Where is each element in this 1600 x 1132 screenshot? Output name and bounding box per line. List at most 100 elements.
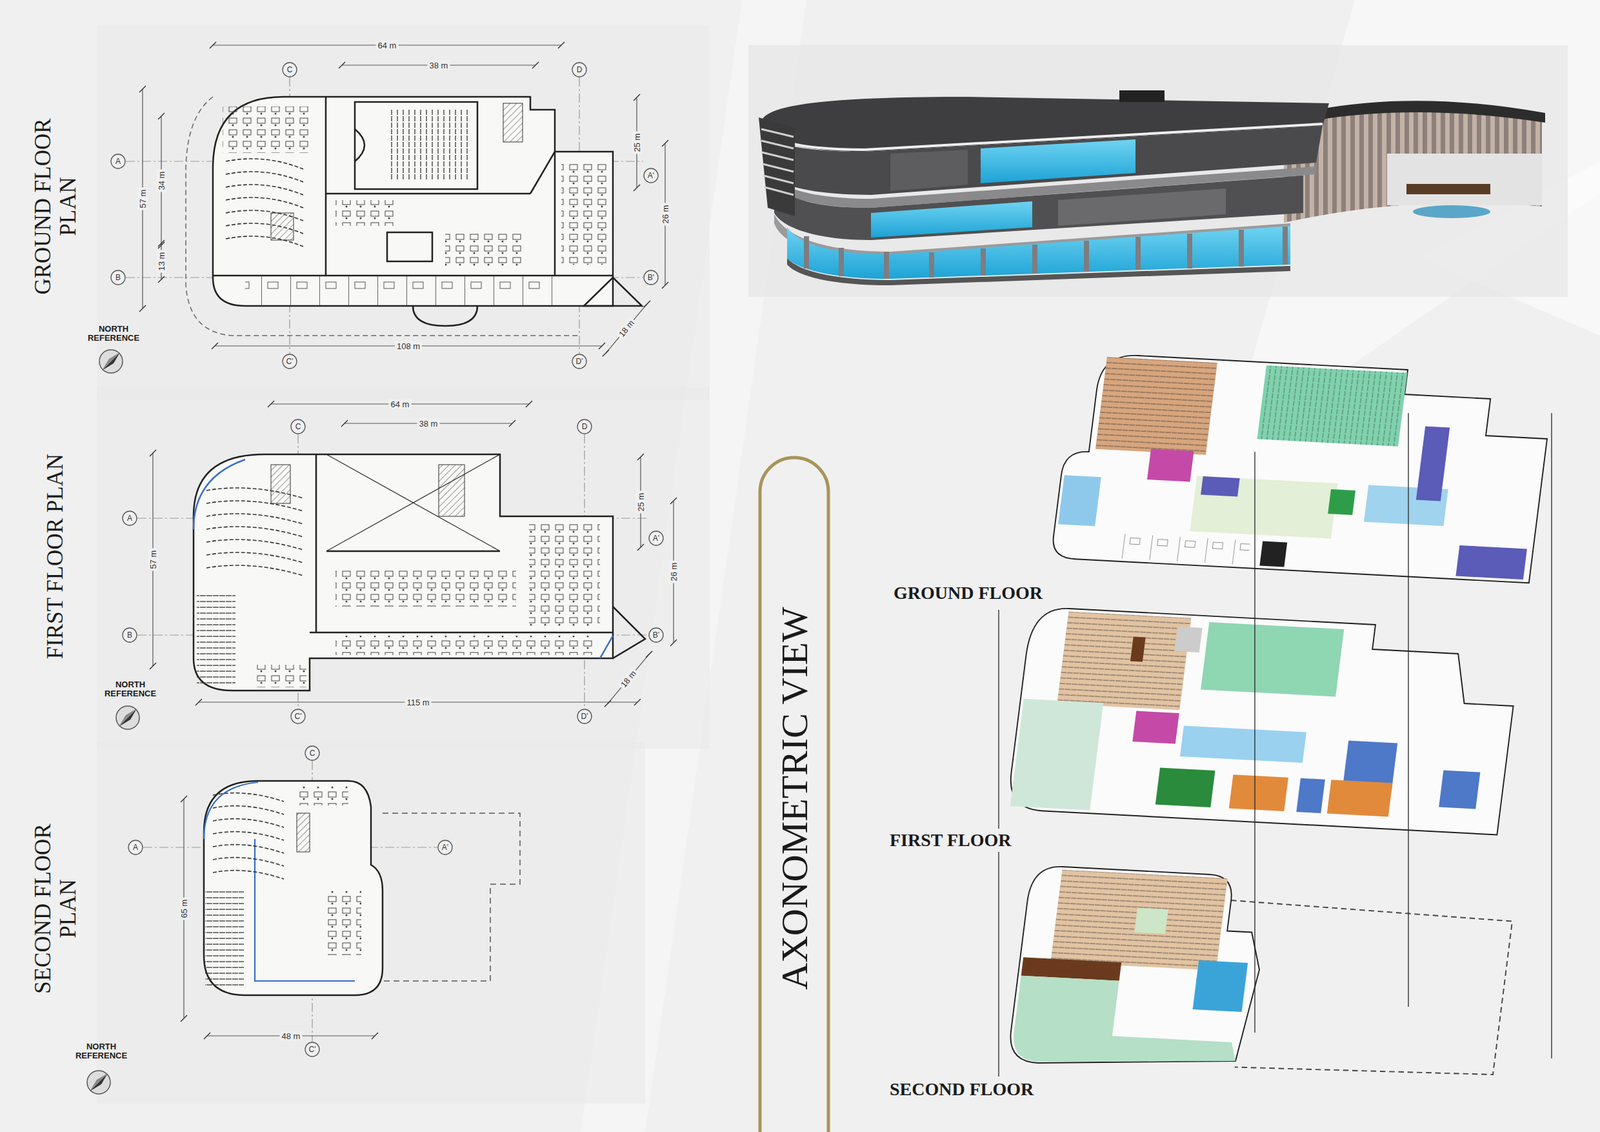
grid-bubble [438, 840, 453, 855]
dimension: 38 m [417, 418, 440, 429]
grid-bubble [290, 709, 306, 724]
grid-bubble [577, 419, 592, 434]
dimension: 25 m [632, 131, 642, 155]
dimension: 64 m [376, 40, 399, 51]
grid-bubble [649, 530, 664, 546]
dimension: 115 m [404, 697, 431, 708]
grid-bubble-label: D [581, 421, 588, 431]
grid-bubble-label: C' [286, 356, 294, 366]
view-title-arch: AXONOMETRIC VIEW [756, 454, 832, 1132]
dimension-tick [637, 453, 644, 460]
dimension-tick [633, 94, 640, 101]
dimension-tick [149, 662, 157, 670]
grid-bubble-label: A [132, 842, 139, 852]
grid-bubble [572, 354, 587, 369]
dimension-tick [558, 41, 565, 49]
dimension-tick [634, 698, 641, 706]
dimension-tick [598, 342, 606, 350]
dimension-tick [338, 61, 346, 69]
floor-label: SECOND FLOOR [889, 1078, 1034, 1100]
dimension: 108 m [394, 341, 422, 351]
dimension: 57 m [148, 548, 159, 571]
dimension-tick [139, 85, 146, 93]
dimension: 13 m [156, 250, 167, 273]
dimension-tick [645, 650, 653, 658]
dimension-tick [149, 449, 157, 457]
dimension: 34 m [156, 169, 167, 193]
dimension-tick [341, 420, 348, 427]
grid-bubble [122, 510, 137, 526]
grid-bubble-label: D' [576, 356, 584, 366]
dimension-tick [139, 305, 146, 312]
dimension: 25 m [636, 490, 646, 514]
grid-bubble [282, 354, 297, 369]
dimension-tick [670, 639, 677, 646]
grid-bubble [282, 62, 297, 77]
grid-bubble-label: D [576, 65, 583, 75]
dimension-tick [209, 41, 217, 49]
grid-bubble-label: C [309, 748, 316, 758]
grid-bubble-label: C' [309, 1044, 317, 1054]
dimension-tick [525, 400, 533, 408]
dimension-tick [203, 1032, 211, 1039]
grid-bubble-label: B [127, 630, 133, 640]
dimension: 64 m [389, 399, 412, 410]
dimension-tick [180, 795, 188, 802]
grid-bubble-label: B [115, 272, 121, 282]
dimension-tick [158, 276, 165, 283]
grid-bubble [110, 270, 126, 285]
dimension-tick [643, 300, 651, 308]
grid-bubble [572, 62, 587, 77]
grid-bubble [577, 709, 592, 724]
view-title: AXONOMETRIC VIEW [772, 606, 817, 990]
grid-bubble [649, 627, 664, 642]
grid-bubble-label: A' [652, 533, 660, 543]
grid-bubble [305, 745, 320, 760]
plan-title: FIRST FLOOR PLAN [43, 449, 69, 663]
north-reference: NORTH REFERENCE [98, 680, 163, 698]
dimension: 65 m [179, 897, 190, 920]
grid-bubble-label: A [115, 156, 121, 166]
plan-title: GROUND FLOOR PLAN [30, 100, 81, 313]
grid-bubble-label: C' [294, 711, 302, 721]
grid-bubble [290, 419, 306, 434]
dimension: 26 m [669, 560, 679, 584]
dimension: 26 m [660, 203, 671, 226]
dimension: 48 m [280, 1030, 303, 1041]
floor-label: FIRST FLOOR [889, 829, 1012, 851]
dimension-tick [633, 184, 640, 191]
dimension: 57 m [138, 187, 148, 211]
grid-bubble [643, 168, 659, 183]
grid-bubble-label: A' [441, 842, 449, 852]
dimension-tick [637, 543, 644, 551]
arch-line [760, 457, 829, 1132]
dimension-tick [602, 349, 610, 357]
grid-bubble [643, 270, 659, 285]
dimension-tick [267, 400, 275, 408]
dimension-line [607, 654, 650, 704]
grid-bubble-label: A' [647, 170, 655, 180]
plan-title: SECOND FLOOR PLAN [30, 801, 81, 1015]
dimension-tick [532, 61, 539, 69]
grid-bubble [110, 154, 126, 169]
dimension-tick [195, 698, 202, 706]
dimension-tick [604, 700, 611, 707]
grid-bubble-label: C [287, 65, 293, 75]
dimension-tick [158, 240, 165, 247]
grid-bubble-label: B' [652, 630, 660, 640]
dimension-tick [180, 1014, 188, 1022]
floor-label: GROUND FLOOR [893, 582, 1043, 604]
dimension-tick [509, 420, 516, 427]
dimension-tick [371, 1032, 379, 1039]
dimension-tick [158, 112, 165, 120]
grid-bubble-label: B' [647, 272, 655, 282]
dimension-tick [670, 497, 677, 504]
grid-bubble [305, 1041, 320, 1057]
dimension: 38 m [427, 60, 451, 71]
grid-bubble-label: C [295, 421, 302, 431]
dimension-tick [211, 342, 219, 350]
grid-bubble-label: D' [581, 711, 589, 721]
dimension-line [605, 303, 648, 354]
grid-bubble [122, 627, 137, 642]
